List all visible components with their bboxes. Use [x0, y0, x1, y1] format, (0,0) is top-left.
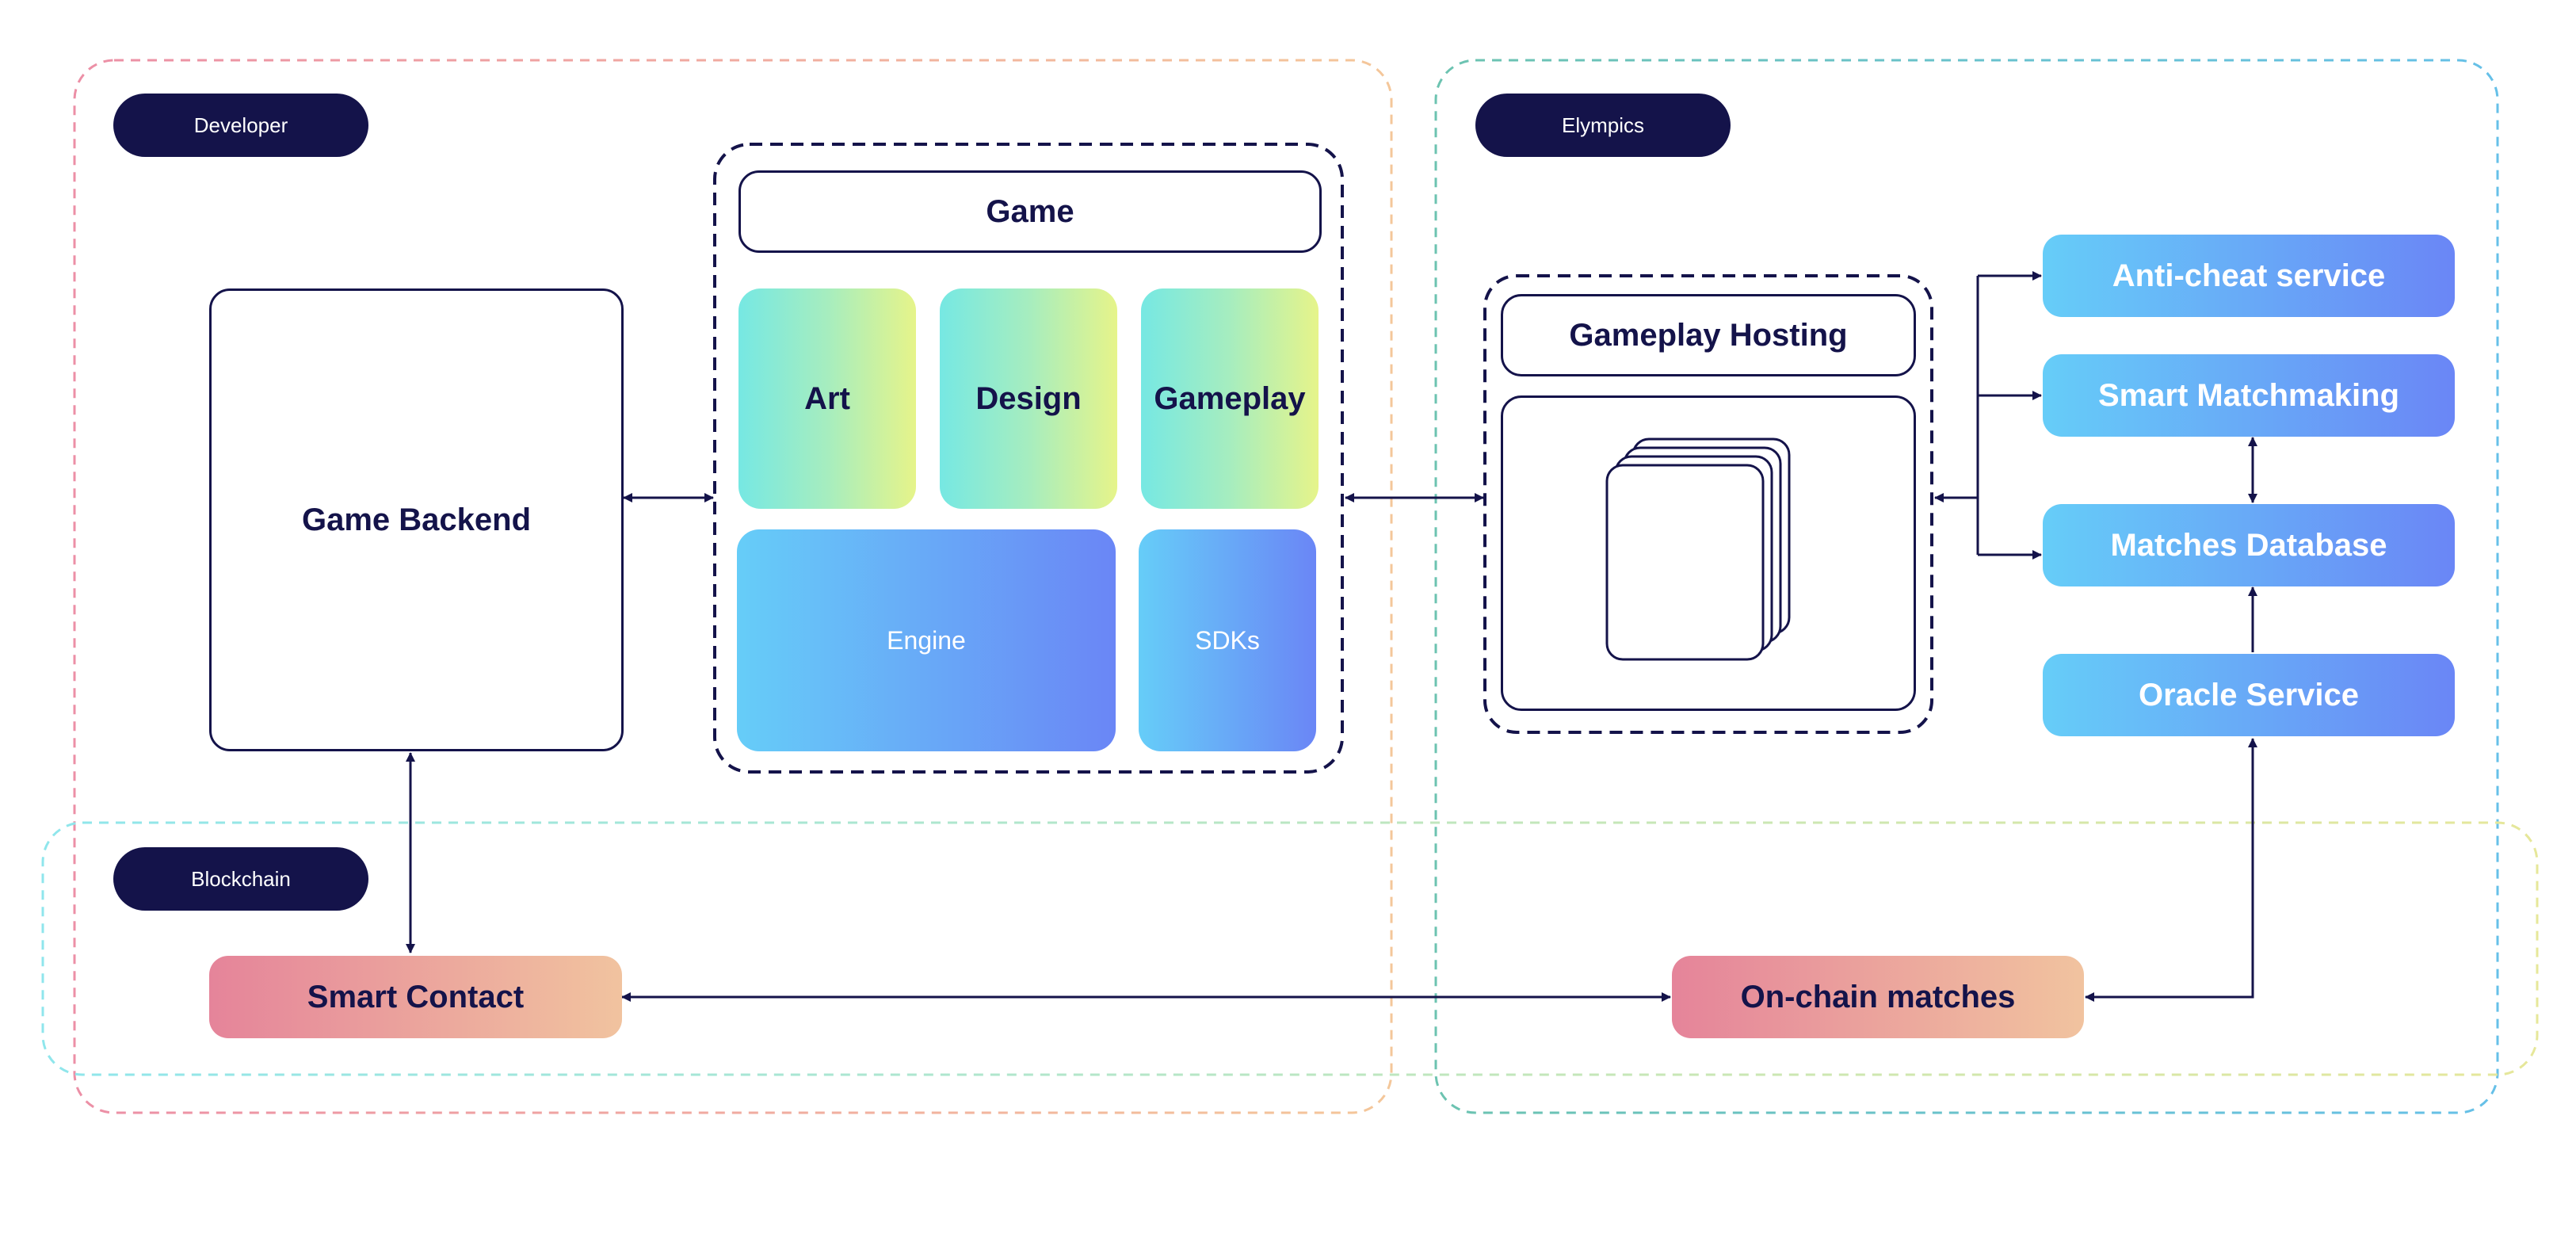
smart-contact: Smart Contact	[209, 956, 622, 1038]
elympics-region	[1434, 59, 2499, 1114]
gameplay-tile: Gameplay	[1141, 288, 1319, 509]
engine-tile: Engine	[737, 529, 1116, 751]
elympics-label: Elympics	[1475, 94, 1731, 157]
developer-label: Developer	[113, 94, 368, 157]
connector-onchain-oracle	[2085, 738, 2257, 1002]
art-tile: Art	[738, 288, 916, 509]
game-container	[713, 143, 1344, 774]
matches-database: Matches Database	[2043, 504, 2455, 586]
connector-hosting-services	[1935, 276, 1979, 555]
onchain-matches: On-chain matches	[1672, 956, 2084, 1038]
gameplay-hosting-header: Gameplay Hosting	[1501, 294, 1916, 376]
hosting-instances-panel	[1501, 395, 1916, 711]
sdks-tile: SDKs	[1139, 529, 1316, 751]
smart-matchmaking: Smart Matchmaking	[2043, 354, 2455, 437]
blockchain-label: Blockchain	[113, 847, 368, 911]
blockchain-region	[41, 821, 2539, 1076]
design-tile: Design	[940, 288, 1117, 509]
oracle-service: Oracle Service	[2043, 654, 2455, 736]
game-header-box: Game	[738, 170, 1322, 253]
game-backend-box: Game Backend	[209, 288, 624, 751]
developer-region	[73, 59, 1393, 1114]
anti-cheat-service: Anti-cheat service	[2043, 235, 2455, 317]
